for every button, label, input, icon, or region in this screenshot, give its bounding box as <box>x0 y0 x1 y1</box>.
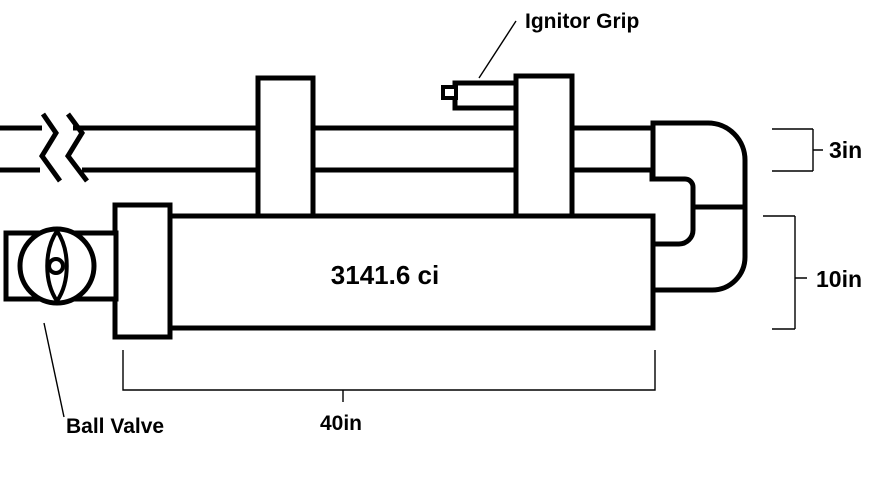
barrel-coupling-2 <box>513 73 575 219</box>
ball-valve-label: Ball Valve <box>66 415 164 438</box>
combustion-chamber <box>170 213 656 331</box>
dim-40in-label: 40in <box>320 412 362 435</box>
ignitor-leader-line <box>478 20 517 79</box>
chamber-end-coupling <box>112 202 173 340</box>
dim-10in-label: 10in <box>816 266 862 292</box>
barrel-pipe <box>0 125 653 173</box>
pipe-break-marks <box>39 112 89 183</box>
ignitor-tip <box>441 85 458 100</box>
elbow-inner <box>649 170 696 247</box>
dim-10in-bracket <box>763 215 807 330</box>
dim-3in-label: 3in <box>829 137 862 163</box>
dim-3in-bracket <box>772 128 823 172</box>
dim-40in-bracket <box>122 350 656 402</box>
ball-valve-stem <box>47 257 65 275</box>
elbow-outer <box>650 120 748 293</box>
ignitor <box>452 80 519 111</box>
barrel-coupling-1 <box>255 75 316 219</box>
ignitor-grip-label: Ignitor Grip <box>525 10 639 33</box>
ball-valve-leader-line <box>43 322 65 418</box>
chamber-volume-label: 3141.6 ci <box>331 260 439 290</box>
